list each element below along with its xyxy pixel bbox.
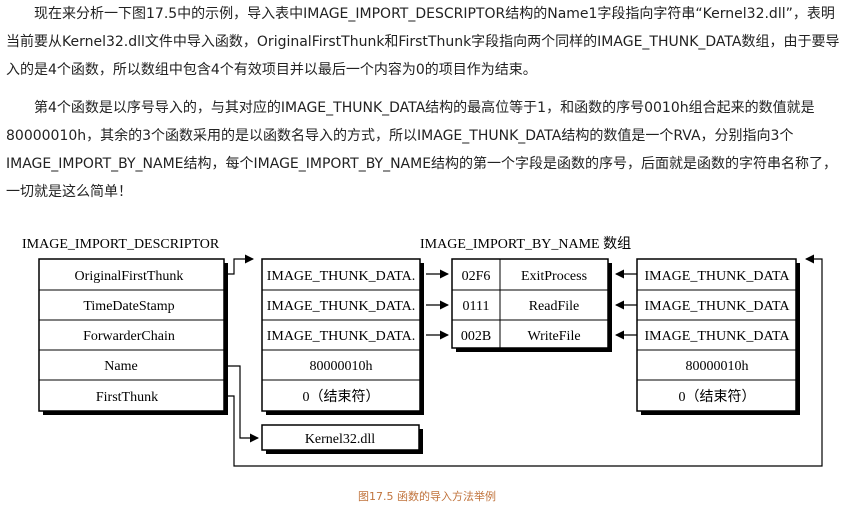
thunk-left-terminator: 0（结束符） — [303, 389, 380, 405]
paragraph-1: 现在来分析一下图17.5中的示例，导入表中IMAGE_IMPORT_DESCRI… — [6, 0, 848, 84]
byname-hint-1: 02F6 — [462, 269, 491, 284]
paragraph-2-text: 第4个函数是以序号导入的，与其对应的IMAGE_THUNK_DATA结构的最高位… — [6, 100, 838, 200]
byname-box: 02F6 ExitProcess 0111 ReadFile 002B Writ… — [451, 258, 609, 349]
thunk-right-terminator: 0（结束符） — [679, 389, 756, 405]
byname-title: IMAGE_IMPORT_BY_NAME 数组 — [420, 236, 631, 252]
thunk-right-3: IMAGE_THUNK_DATA — [644, 329, 790, 344]
thunk-right-2: IMAGE_THUNK_DATA — [644, 299, 790, 314]
byname-name-1: ExitProcess — [521, 269, 587, 284]
dll-name-box: Kernel32.dll — [261, 424, 420, 451]
field-forwarder-chain: ForwarderChain — [83, 329, 175, 344]
arrow-original-first-thunk — [224, 254, 254, 275]
field-name: Name — [104, 359, 137, 374]
thunk-left-2: IMAGE_THUNK_DATA. — [267, 299, 416, 314]
byname-hint-3: 002B — [461, 329, 491, 344]
byname-hint-2: 0111 — [463, 299, 490, 314]
thunk-right-1: IMAGE_THUNK_DATA — [644, 269, 790, 284]
arrow-name-to-dll — [224, 365, 259, 443]
thunk-left-3: IMAGE_THUNK_DATA. — [267, 329, 416, 344]
thunk-array-left: IMAGE_THUNK_DATA. IMAGE_THUNK_DATA. IMAG… — [261, 258, 421, 412]
paragraph-1-text: 现在来分析一下图17.5中的示例，导入表中IMAGE_IMPORT_DESCRI… — [6, 6, 840, 78]
field-time-date-stamp: TimeDateStamp — [83, 299, 174, 314]
paragraph-2: 第4个函数是以序号导入的，与其对应的IMAGE_THUNK_DATA结构的最高位… — [6, 94, 848, 206]
byname-name-2: ReadFile — [529, 299, 580, 314]
field-first-thunk: FirstThunk — [96, 390, 158, 405]
descriptor-box: OriginalFirstThunk TimeDateStamp Forward… — [38, 258, 225, 412]
thunk-left-ordinal: 80000010h — [310, 359, 373, 374]
field-original-first-thunk: OriginalFirstThunk — [75, 269, 184, 284]
thunk-array-right: IMAGE_THUNK_DATA IMAGE_THUNK_DATA IMAGE_… — [636, 258, 797, 412]
thunk-left-1: IMAGE_THUNK_DATA. — [267, 269, 416, 284]
descriptor-title: IMAGE_IMPORT_DESCRIPTOR — [22, 237, 220, 252]
dll-name: Kernel32.dll — [305, 432, 375, 447]
byname-name-3: WriteFile — [527, 329, 580, 344]
arrow-first-thunk — [224, 254, 823, 467]
thunk-right-ordinal: 80000010h — [686, 359, 749, 374]
figure-caption: 图17.5 函数的导入方法举例 — [358, 490, 496, 503]
